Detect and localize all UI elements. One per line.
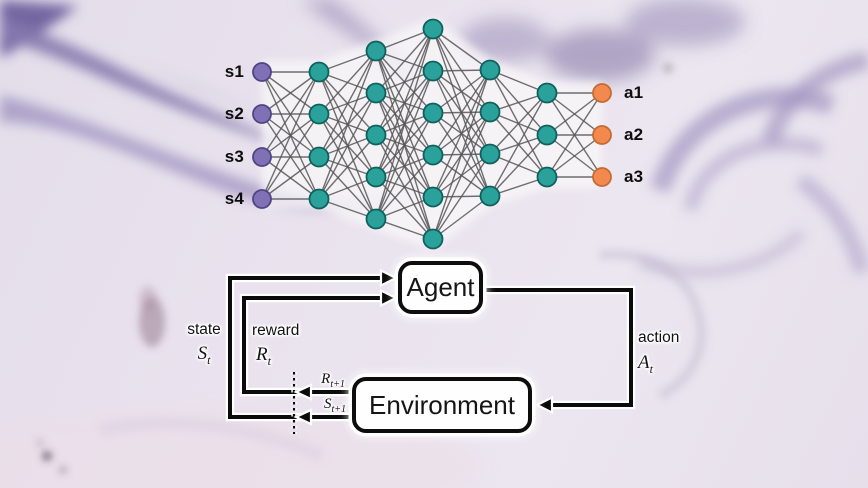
arrow-reward-next	[293, 383, 313, 401]
output-label-a2: a2	[624, 125, 644, 144]
arrow-state-next	[293, 408, 313, 426]
output-label-a3: a3	[624, 167, 644, 186]
state-next-symbol: St+1	[323, 396, 347, 415]
reward-next-symbol: Rt+1	[321, 371, 345, 390]
action-label: action	[638, 329, 680, 346]
agent-box-label: Agent	[406, 272, 475, 302]
input-label-s4: s4	[224, 189, 244, 208]
state-label: state	[187, 321, 221, 338]
input-label-s3: s3	[224, 147, 244, 166]
reward-label: reward	[252, 322, 300, 339]
state-symbol: St	[197, 343, 211, 367]
environment-box: Environment	[352, 377, 532, 433]
arrow-action-into-environment	[534, 395, 554, 415]
arrowheads	[293, 268, 554, 426]
reward-symbol: Rt	[256, 344, 271, 368]
action-symbol: At	[638, 352, 653, 376]
input-label-s1: s1	[224, 62, 244, 81]
environment-box-label: Environment	[369, 389, 515, 420]
output-label-a1: a1	[624, 83, 644, 102]
input-label-s2: s2	[224, 104, 244, 123]
arrow-reward-into-agent	[379, 288, 399, 308]
agent-box: Agent	[398, 261, 483, 314]
arrow-state-into-agent	[379, 268, 399, 288]
